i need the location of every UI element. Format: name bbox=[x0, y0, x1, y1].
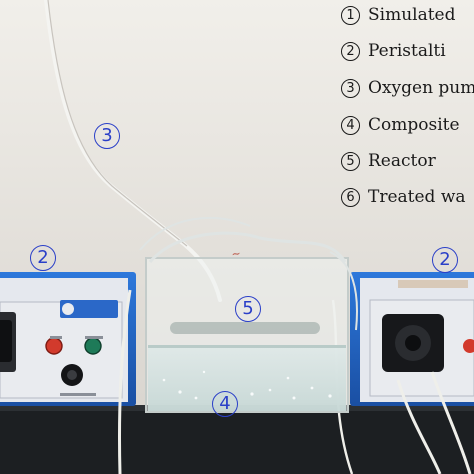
marker-left-pump: 2 bbox=[30, 245, 56, 271]
left-tube bbox=[118, 289, 132, 474]
legend-number: 4 bbox=[341, 116, 360, 135]
legend-item: 3 Oxygen pum bbox=[341, 76, 474, 100]
svg-text:~: ~ bbox=[231, 247, 242, 261]
legend-label: Simulated bbox=[368, 5, 456, 25]
right-pump bbox=[350, 272, 474, 406]
reactor-tank: ~ bbox=[139, 217, 358, 413]
legend-label: Reactor bbox=[368, 151, 436, 171]
legend-number: 5 bbox=[341, 152, 360, 171]
legend-item: 1 Simulated bbox=[341, 3, 456, 27]
legend-label: Peristalti bbox=[368, 41, 446, 61]
bench bbox=[0, 405, 474, 474]
oxygen-pump-tube-shadow bbox=[47, 0, 188, 247]
marker-composite: 4 bbox=[212, 391, 238, 417]
right-tube-a bbox=[396, 379, 442, 474]
marker-reactor: 5 bbox=[235, 296, 261, 322]
composite-bubbles bbox=[162, 370, 332, 400]
legend-label: Composite bbox=[368, 115, 460, 135]
marker-oxygen-pump: 3 bbox=[94, 123, 120, 149]
right-tube-b bbox=[430, 371, 472, 474]
legend-item: 5 Reactor bbox=[341, 149, 436, 173]
marker-right-pump: 2 bbox=[432, 247, 458, 273]
legend-number: 2 bbox=[341, 42, 360, 61]
legend-item: 4 Composite bbox=[341, 113, 460, 137]
legend-item: 6 Treated wa bbox=[341, 185, 466, 209]
legend-item: 2 Peristalti bbox=[341, 39, 446, 63]
legend-label: Treated wa bbox=[368, 187, 466, 207]
left-pump bbox=[0, 272, 136, 406]
legend-number: 3 bbox=[341, 79, 360, 98]
legend-label: Oxygen pum bbox=[368, 78, 474, 98]
legend-number: 6 bbox=[341, 188, 360, 207]
legend-number: 1 bbox=[341, 6, 360, 25]
